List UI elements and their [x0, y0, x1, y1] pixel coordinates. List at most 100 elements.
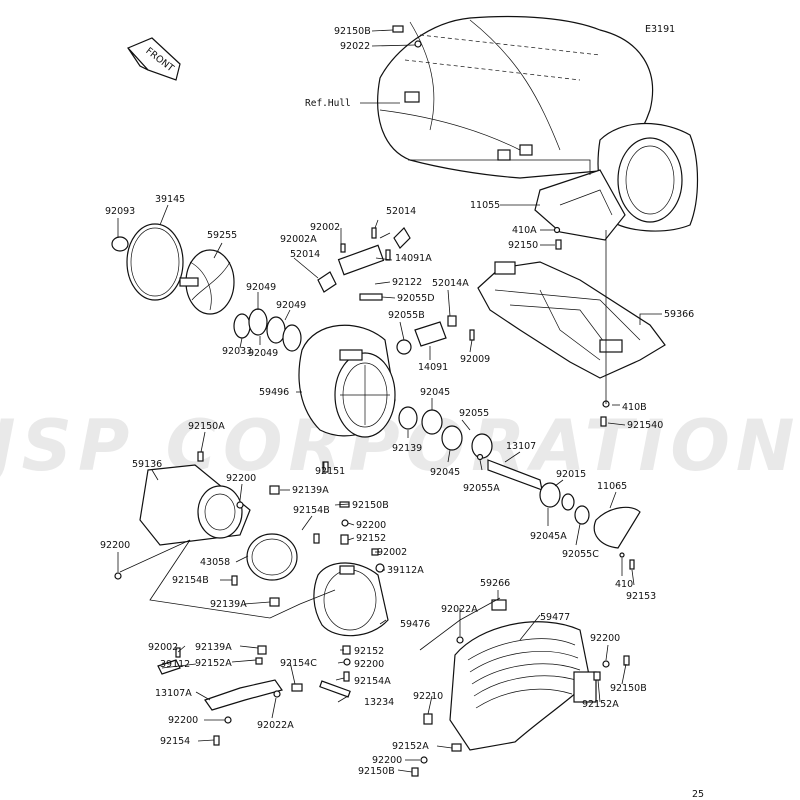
callout-92139A-c: 92139A	[195, 642, 232, 653]
nozzle-59136	[139, 464, 251, 546]
callout-92154C: 92154C	[280, 658, 317, 669]
callout-59477: 59477	[540, 612, 570, 623]
callout-92002-low: 92002	[148, 642, 178, 653]
callout-59266: 59266	[480, 578, 510, 589]
callout-92015: 92015	[556, 469, 586, 480]
impeller-59255	[179, 249, 235, 315]
callout-59476: 59476	[400, 619, 430, 630]
callout-92049-c: 92049	[248, 348, 278, 359]
callout-59136: 59136	[132, 459, 162, 470]
callout-92200-d: 92200	[354, 659, 384, 670]
callout-92049-b: 92049	[276, 300, 306, 311]
callout-92049-a: 92049	[246, 282, 276, 293]
callout-11055: 11055	[470, 200, 500, 211]
callout-39145: 39145	[155, 194, 185, 205]
callout-92152-b: 92152	[354, 646, 384, 657]
callout-labels: 92150B 92022 Ref.Hull 11055 410A 92150 5…	[100, 26, 694, 777]
arm-59266	[491, 599, 507, 611]
watermark-text: JSP CORPORATION	[0, 405, 800, 487]
callout-14091A: 14091A	[395, 253, 432, 264]
fastener-icons	[114, 25, 635, 777]
callout-92045-b: 92045	[430, 467, 460, 478]
callout-92055C: 92055C	[562, 549, 599, 560]
callout-92150B-right: 92150B	[610, 683, 647, 694]
callout-92055B: 92055B	[388, 310, 425, 321]
callout-92152A-b: 92152A	[582, 699, 619, 710]
pin-13234	[319, 680, 351, 698]
callout-59496: 59496	[259, 387, 289, 398]
callout-92033: 92033	[222, 346, 252, 357]
callout-92093: 92093	[105, 206, 135, 217]
callout-92002-top: 92002	[310, 222, 340, 233]
callout-410A: 410A	[512, 225, 537, 236]
callout-92151: 92151	[315, 466, 345, 477]
bracket-14091	[396, 315, 457, 355]
page-number: 25	[692, 789, 704, 800]
ride-plate	[477, 261, 666, 379]
callout-52014-left: 52014	[290, 249, 320, 260]
callout-52014-top: 52014	[386, 206, 416, 217]
callout-92152A-c: 92152A	[392, 741, 429, 752]
callout-92200-c: 92200	[590, 633, 620, 644]
callout-92022A-b: 92022A	[257, 720, 294, 731]
callout-13234: 13234	[364, 697, 394, 708]
callout-410B: 410B	[622, 402, 647, 413]
callout-92154: 92154	[160, 736, 190, 747]
callout-92139: 92139	[392, 443, 422, 454]
callout-92200-e: 92200	[168, 715, 198, 726]
callout-92152A-a: 92152A	[195, 658, 232, 669]
callout-92200-f: 92200	[372, 755, 402, 766]
pump-housing-intake	[534, 122, 699, 241]
callout-92055: 92055	[459, 408, 489, 419]
callout-92150A: 92150A	[188, 421, 225, 432]
callout-59255: 59255	[207, 230, 237, 241]
callout-92154B-a: 92154B	[293, 505, 330, 516]
callout-92150B-mid: 92150B	[352, 500, 389, 511]
callout-59366: 59366	[664, 309, 694, 320]
bearings-92045	[398, 406, 493, 459]
callout-92150B-bot: 92150B	[358, 766, 395, 777]
shaft-holder-14091A	[317, 227, 411, 301]
callout-13107: 13107	[506, 441, 536, 452]
callout-92153: 92153	[626, 591, 656, 602]
callout-92150: 92150	[508, 240, 538, 251]
cap-92093	[111, 236, 129, 252]
callout-92139A-b: 92139A	[210, 599, 247, 610]
callout-39112A: 39112A	[387, 565, 424, 576]
callout-410: 410	[615, 579, 633, 590]
callout-92045-a: 92045	[420, 387, 450, 398]
drive-shaft-13107	[487, 459, 590, 525]
callout-52014A: 52014A	[432, 278, 469, 289]
callout-92200-a: 92200	[226, 473, 256, 484]
callout-92139A-a: 92139A	[292, 485, 329, 496]
callout-92055A: 92055A	[463, 483, 500, 494]
callout-921540: 921540	[627, 420, 663, 431]
callout-92022A-a: 92022A	[441, 604, 478, 615]
callout-92150B-top: 92150B	[334, 26, 371, 37]
leader-lines	[117, 29, 662, 773]
seals-92049	[233, 308, 302, 352]
deflector-59476	[313, 562, 389, 637]
callout-43058: 43058	[200, 557, 230, 568]
callout-92002A-top: 92002A	[280, 234, 317, 245]
callout-92200-left: 92200	[100, 540, 130, 551]
callout-13107A: 13107A	[155, 688, 192, 699]
callout-92210: 92210	[413, 691, 443, 702]
callout-92122: 92122	[392, 277, 422, 288]
cone-cap-11065	[593, 506, 641, 549]
callout-92200-b: 92200	[356, 520, 386, 531]
callout-ref-hull: Ref.Hull	[305, 98, 351, 109]
callout-14091: 14091	[418, 362, 448, 373]
ring-43058	[246, 533, 298, 581]
callout-92154A: 92154A	[354, 676, 391, 687]
pump-body-59496	[298, 324, 396, 438]
wear-ring-39145	[126, 223, 184, 301]
callout-39112: 39112	[160, 659, 190, 670]
callout-92045A: 92045A	[530, 531, 567, 542]
diagram-code: E3191	[645, 24, 675, 35]
front-arrow-icon: FRONT	[126, 37, 181, 81]
reverse-bucket-59477	[449, 621, 597, 751]
callout-92009: 92009	[460, 354, 490, 365]
